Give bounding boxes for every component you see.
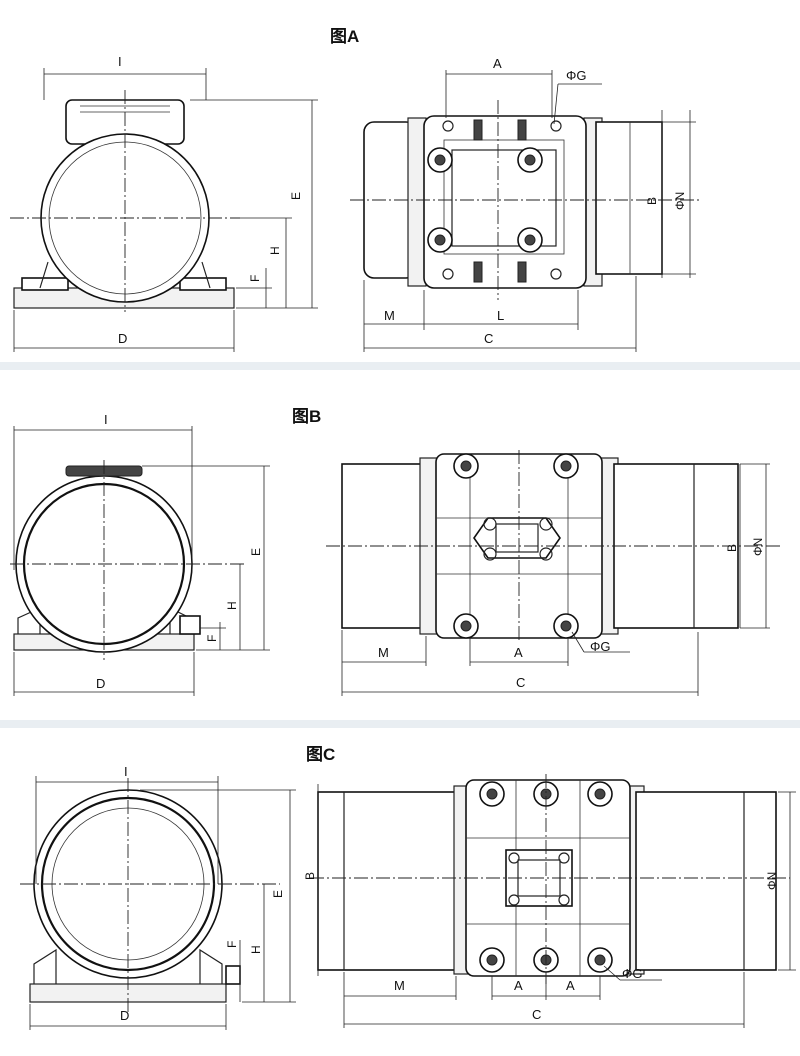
dim-label-a: A bbox=[493, 56, 502, 71]
end-cap-right bbox=[635, 791, 777, 971]
dim-label-b: B bbox=[645, 197, 659, 205]
dim-label-h: H bbox=[249, 945, 263, 954]
dim-label-b: B bbox=[725, 544, 739, 552]
figure-c-title: 图C bbox=[306, 745, 335, 764]
motor-foot-right bbox=[179, 277, 227, 291]
dim-label-a-2: A bbox=[566, 978, 575, 993]
dim-label-c: C bbox=[532, 1007, 541, 1022]
separator bbox=[0, 720, 800, 728]
figure-c-drawing: 图C I D E H F bbox=[20, 745, 796, 1030]
dim-label-d: D bbox=[118, 331, 127, 346]
figure-c-plan-view: B ΦN A A ΦG M C bbox=[303, 774, 796, 1028]
dim-label-i: I bbox=[124, 764, 128, 779]
figure-a: 图A I D E H F bbox=[0, 0, 800, 362]
dim-label-a-1: A bbox=[514, 978, 523, 993]
figure-a-side-view: I D E H F bbox=[10, 54, 318, 352]
figure-c: 图C I D E H F bbox=[0, 728, 800, 1056]
dim-label-f: F bbox=[248, 275, 262, 282]
dim-label-e: E bbox=[249, 548, 263, 556]
dim-label-phi-n: ΦN bbox=[673, 192, 687, 210]
end-cap-right bbox=[613, 463, 739, 629]
figure-b-drawing: 图B I D E H F bbox=[10, 407, 780, 696]
dim-label-e: E bbox=[289, 192, 303, 200]
figure-b-title: 图B bbox=[292, 407, 321, 426]
dim-label-phi-g: ΦG bbox=[566, 68, 586, 83]
dim-label-phi-n: ΦN bbox=[751, 538, 765, 556]
figure-a-drawing: 图A I D E H F bbox=[10, 27, 700, 352]
dim-label-m: M bbox=[378, 645, 389, 660]
dim-label-f: F bbox=[205, 635, 219, 642]
dim-label-phi-n: ΦN bbox=[765, 872, 779, 890]
dim-label-d: D bbox=[120, 1008, 129, 1023]
motor-foot-left bbox=[21, 277, 69, 291]
dim-label-i: I bbox=[104, 412, 108, 427]
dim-label-c: C bbox=[516, 675, 525, 690]
end-cap-left bbox=[317, 791, 459, 971]
dim-label-phi-g: ΦG bbox=[622, 966, 642, 981]
dim-label-b: B bbox=[303, 872, 317, 880]
dim-label-i: I bbox=[118, 54, 122, 69]
dim-label-f: F bbox=[225, 941, 239, 948]
figure-b-plan-view: B ΦN A ΦG M C bbox=[326, 450, 780, 696]
figure-a-title: 图A bbox=[330, 27, 359, 46]
dim-label-c: C bbox=[484, 331, 493, 346]
figure-a-plan-view: A ΦG B ΦN M L C bbox=[350, 56, 700, 352]
figure-c-side-view: I D E H F bbox=[20, 764, 296, 1030]
dim-label-phi-g: ΦG bbox=[590, 639, 610, 654]
motor-body-top bbox=[423, 115, 587, 289]
dim-label-h: H bbox=[225, 601, 239, 610]
dim-label-l: L bbox=[497, 308, 504, 323]
dim-label-e: E bbox=[271, 890, 285, 898]
figure-b-side-view: I D E H F bbox=[10, 412, 270, 696]
dim-label-m: M bbox=[394, 978, 405, 993]
dim-label-a: A bbox=[514, 645, 523, 660]
dim-label-m: M bbox=[384, 308, 395, 323]
dim-label-d: D bbox=[96, 676, 105, 691]
dim-label-h: H bbox=[268, 246, 282, 255]
figure-b: 图B I D E H F bbox=[0, 370, 800, 720]
separator bbox=[0, 362, 800, 370]
